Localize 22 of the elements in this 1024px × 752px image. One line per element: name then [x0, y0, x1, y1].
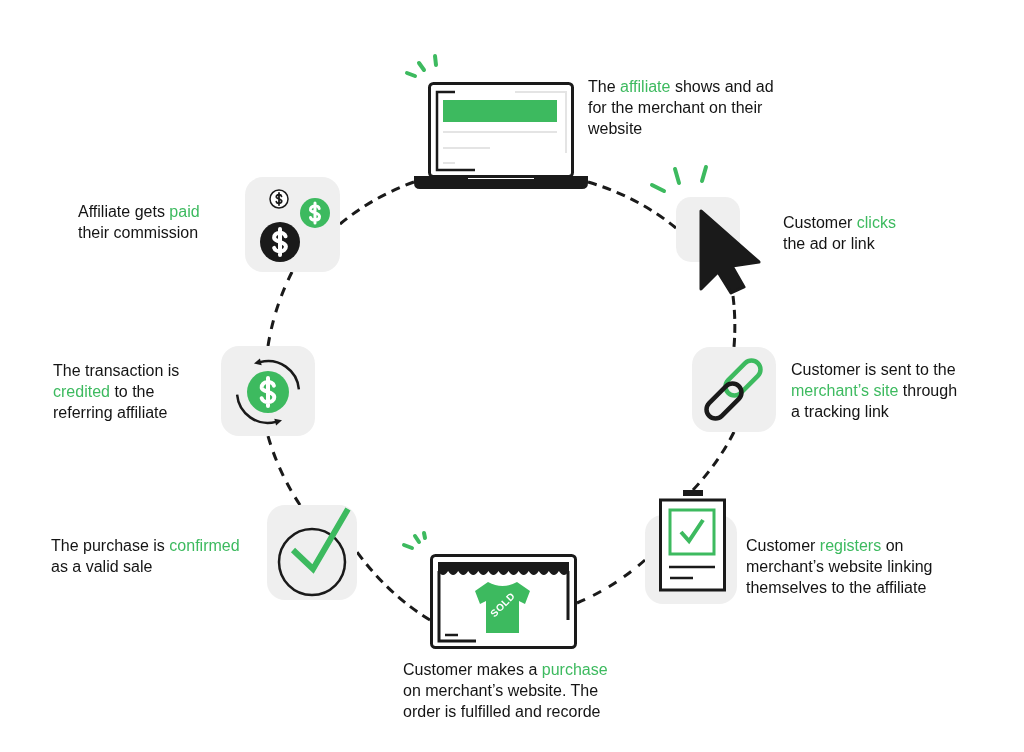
storefront-icon: [430, 554, 577, 649]
cursor-icon: [676, 197, 762, 296]
step-description: Customer is sent to the merchant’s site through a tracking link: [791, 360, 959, 422]
step-description: The transaction is credited to the referring affiliate: [53, 361, 181, 423]
chain-link-icon: [692, 347, 776, 432]
clipboard-icon: [645, 490, 737, 604]
dollar-cycle-icon: [221, 346, 315, 436]
dashed-line: [576, 558, 646, 605]
step-description: Customer registers on merchant’s website linking themselves to the affiliate: [746, 536, 934, 598]
step-description: Customer clicks the ad or link: [783, 213, 897, 254]
dashed-line: [731, 295, 737, 348]
checkmark-icon: [267, 505, 357, 600]
step-description: Affiliate gets paid their commission: [78, 202, 201, 243]
dashed-line: [339, 180, 415, 226]
step-description: The affiliate shows and ad for the merchant on their website: [588, 77, 775, 139]
step-description: The purchase is confirmed as a valid sale: [51, 536, 241, 577]
laptop-icon: [414, 82, 588, 189]
step-description: Customer makes a purchase on merchant’s website. The order is fulfilled and recorde: [403, 660, 609, 722]
dashed-line: [266, 435, 302, 506]
coins-icon: [245, 177, 340, 272]
dashed-line: [691, 431, 736, 491]
dashed-line: [266, 271, 294, 347]
